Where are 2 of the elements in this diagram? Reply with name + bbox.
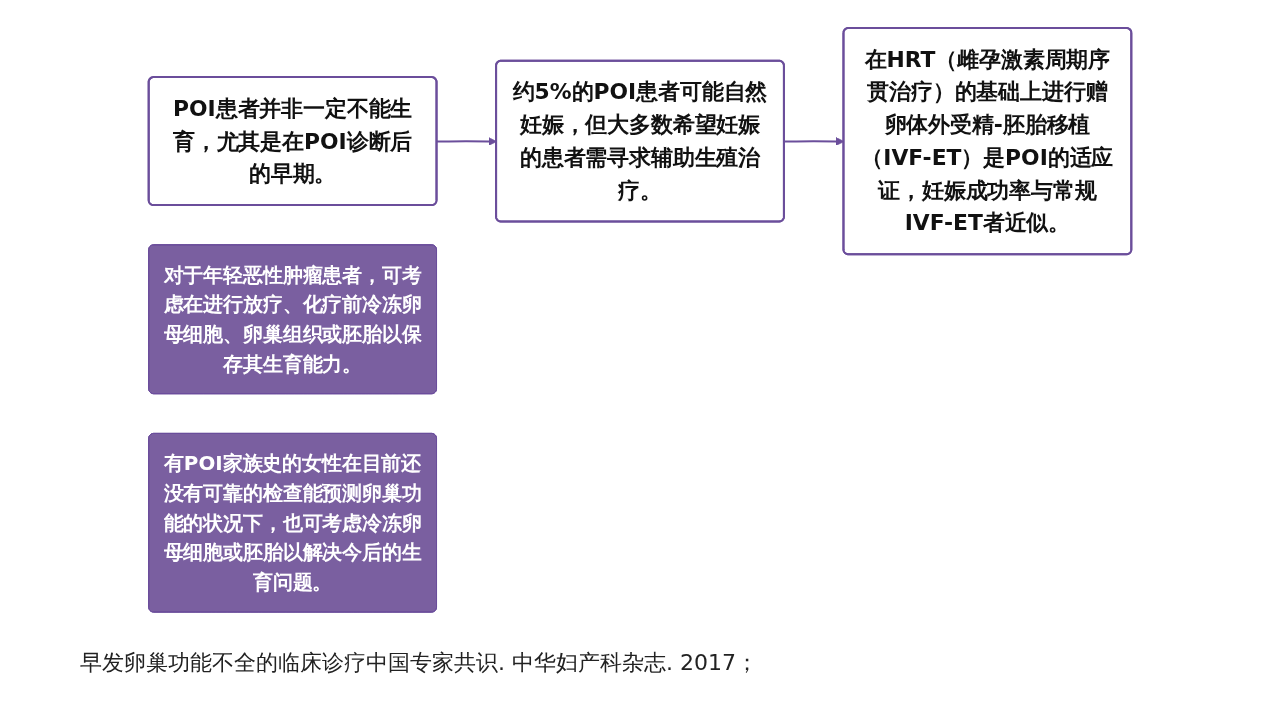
citation-caption: 早发卵巢功能不全的临床诊疗中国专家共识. 中华妇产科杂志. 2017； xyxy=(80,649,758,677)
arrow xyxy=(436,137,497,146)
